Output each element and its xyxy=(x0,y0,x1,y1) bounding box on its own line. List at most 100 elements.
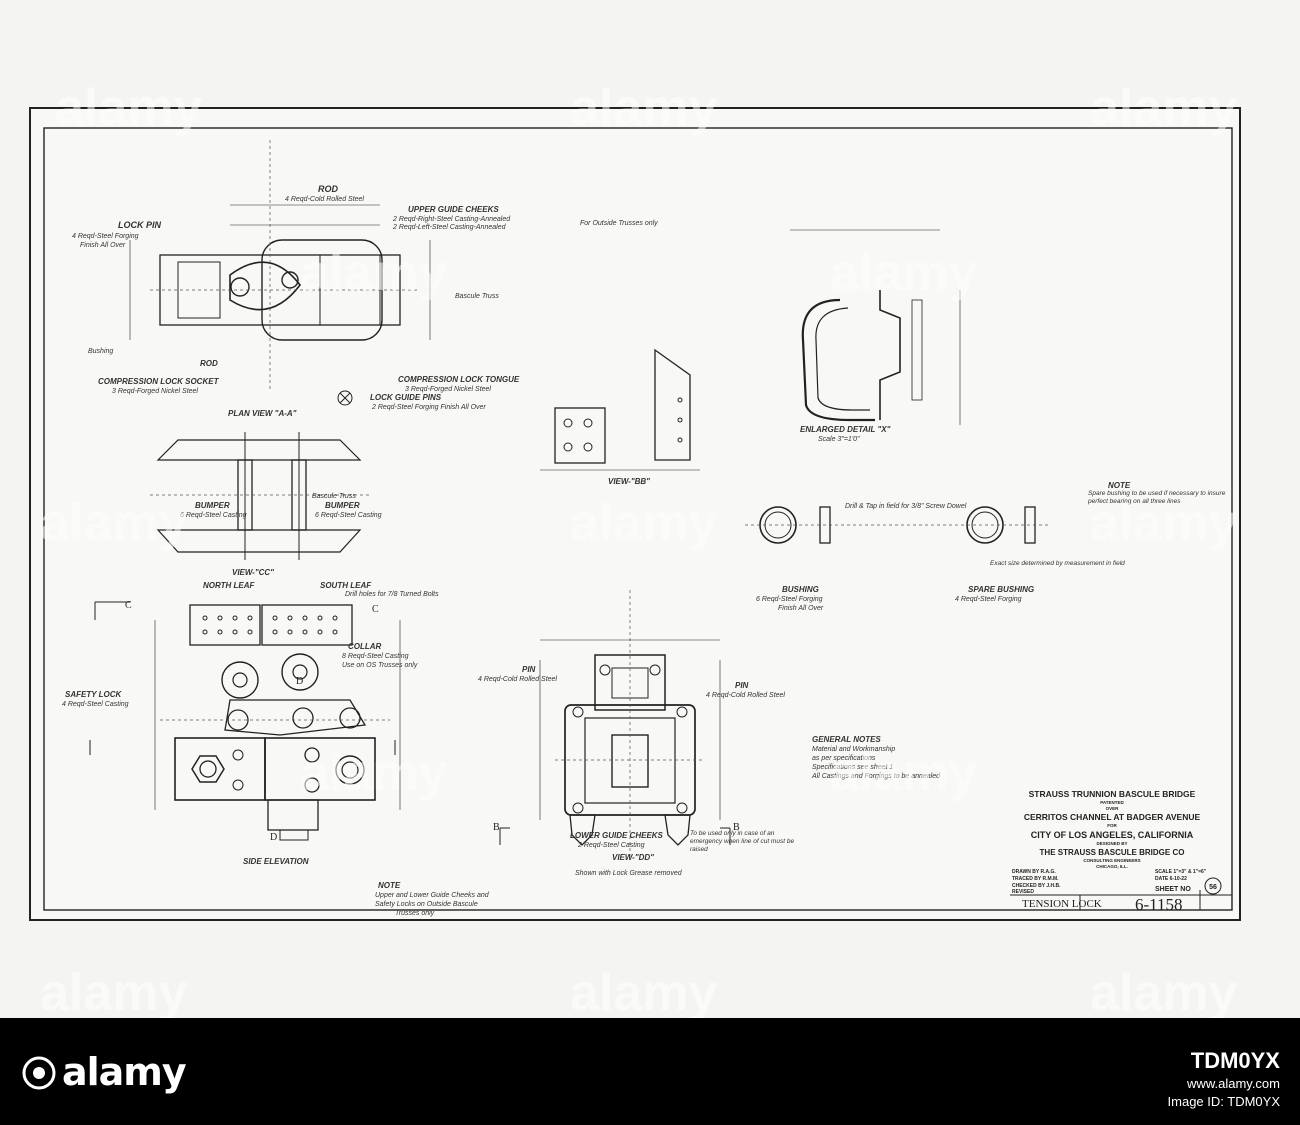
label-drill-holes: Drill holes for 7/8 Turned Bolts xyxy=(345,591,439,598)
label-bottom-note-3: Trusses only xyxy=(395,910,435,917)
title-date: DATE 6-10-22 xyxy=(1155,876,1187,882)
title-block xyxy=(1010,890,1232,910)
label-compression-lock-socket: COMPRESSION LOCK SOCKET xyxy=(98,377,220,386)
mark-d-bottom: D xyxy=(270,832,277,843)
label-gn-4: All Castings and Forgings to be annealed xyxy=(811,773,941,780)
label-collar-spec: 8 Reqd-Steel Casting xyxy=(342,653,409,660)
label-safety-lock: SAFETY LOCK xyxy=(65,690,123,699)
footer-image-id: Image ID: TDM0YX xyxy=(1167,1094,1280,1109)
plan-view-aa xyxy=(129,140,431,406)
mark-d-top: D xyxy=(296,676,303,687)
view-bb xyxy=(540,348,700,471)
label-field-note: Exact size determined by measurement in … xyxy=(990,560,1125,567)
title-bridge: STRAUSS TRUNNION BASCULE BRIDGE xyxy=(1029,789,1196,799)
footer-bar xyxy=(0,1018,1300,1125)
mark-c-right: C xyxy=(372,604,379,615)
label-bushing-finish: Finish All Over xyxy=(778,605,824,612)
watermark-1: alamy xyxy=(55,79,203,137)
label-pin-left-spec: 4 Reqd-Cold Rolled Steel xyxy=(478,676,557,683)
label-spare-bushing-spec: 4 Reqd-Steel Forging xyxy=(955,596,1022,603)
label-collar: COLLAR xyxy=(348,642,382,651)
label-rod-bottom: ROD xyxy=(200,359,218,368)
drawing-sheet: LOCK PIN 4 Reqd-Steel Forging Finish All… xyxy=(0,0,1300,1018)
label-bottom-note-1: Upper and Lower Guide Cheeks and xyxy=(375,892,490,899)
watermark-5: alamy xyxy=(830,244,978,302)
title-location: CERRITOS CHANNEL AT BADGER AVENUE xyxy=(1024,812,1201,822)
side-elevation xyxy=(89,601,401,841)
label-south-leaf: SOUTH LEAF xyxy=(320,581,372,590)
alamy-logo-icon xyxy=(22,1056,56,1090)
label-bushing-small: Bushing xyxy=(88,348,113,355)
note-top-right-box: Spare bushing to be used if necessary to… xyxy=(1088,490,1226,505)
stock-id: TDM0YX xyxy=(1190,1048,1280,1073)
title-patented: PATENTED xyxy=(1100,800,1124,805)
label-drill-note: Drill & Tap in field for 3/8" Screw Dowe… xyxy=(845,503,967,510)
label-pin-left: PIN xyxy=(522,665,536,674)
title-sheet-no: SHEET NO xyxy=(1155,886,1191,893)
label-gn-2: as per specifications xyxy=(812,755,876,762)
watermark-11: alamy xyxy=(40,964,188,1018)
sheet-number-circle xyxy=(1204,877,1222,895)
label-pin-right: PIN xyxy=(735,681,749,690)
title-revised: REVISED xyxy=(1012,889,1034,895)
watermark-10: alamy xyxy=(830,744,978,802)
title-drawn: DRAWN BY R.A.G. xyxy=(1012,869,1056,875)
lower-guide-note-box: To be used only in case of an emergency … xyxy=(690,830,795,853)
label-lower-guide-spec: 2 Reqd-Steel Casting xyxy=(577,842,645,849)
title-designed-by: DESIGNED BY xyxy=(1096,841,1127,846)
label-gn-1: Material and Workmanship xyxy=(812,746,895,753)
watermark-layer: alamy alamy alamy alamy alamy alamy alam… xyxy=(40,79,1238,1018)
title-for: FOR xyxy=(1107,823,1117,828)
label-spare-bushing: SPARE BUSHING xyxy=(968,585,1034,594)
watermark-6: alamy xyxy=(40,494,188,552)
alamy-logo[interactable]: alamy xyxy=(22,1050,187,1094)
watermark-9: alamy xyxy=(300,744,448,802)
view-cc xyxy=(150,432,370,560)
engineering-drawing: LOCK PIN 4 Reqd-Steel Forging Finish All… xyxy=(29,79,1241,1018)
label-lower-guide-note: To be used only in case of an emergency … xyxy=(690,830,795,853)
watermark-4: alamy xyxy=(300,244,448,302)
label-note-top-right: NOTE xyxy=(1108,481,1131,490)
label-lock-pin: LOCK PIN xyxy=(118,220,162,230)
label-bottom-note-2: Safety Locks on Outside Bascule xyxy=(375,901,478,908)
label-lower-guide-cheeks: LOWER GUIDE CHEEKS xyxy=(570,831,664,840)
label-upper-guide-note: For Outside Trusses only xyxy=(580,220,658,227)
label-plan-view: PLAN VIEW "A-A" xyxy=(228,409,297,418)
mark-b-right: B xyxy=(733,822,740,833)
watermark-7: alamy xyxy=(570,494,718,552)
title-traced: TRACED BY R.M.M. xyxy=(1012,876,1059,882)
label-bumper-right-spec: 6 Reqd-Steel Casting xyxy=(315,512,382,519)
title-over: OVER xyxy=(1106,806,1120,811)
label-tongue-spec: 3 Reqd-Forged Nickel Steel xyxy=(405,386,491,393)
label-bumper-right: BUMPER xyxy=(325,501,360,510)
label-lock-pin-spec: 4 Reqd-Steel Forging xyxy=(72,233,139,240)
mark-c-left: C xyxy=(125,600,132,611)
label-bumper-left: BUMPER xyxy=(195,501,230,510)
label-upper-guide-spec-1: 2 Reqd-Right-Steel Casting-Annealed xyxy=(392,216,511,223)
label-safety-lock-spec: 4 Reqd-Steel Casting xyxy=(62,701,129,708)
label-bascule-truss: Bascule Truss xyxy=(455,293,499,300)
label-rod-top: ROD xyxy=(318,184,339,194)
label-note-top-right-text: Spare bushing to be used if necessary to… xyxy=(1088,490,1226,505)
label-bascule-truss-cc: Bascule Truss xyxy=(312,493,356,500)
label-bumper-left-spec: 6 Reqd-Steel Casting xyxy=(180,512,247,519)
watermark-12: alamy xyxy=(570,964,718,1018)
label-upper-guide-spec-2: 2 Reqd-Left-Steel Casting-Annealed xyxy=(392,224,507,231)
label-bushing: BUSHING xyxy=(782,585,819,594)
inner-border xyxy=(43,127,1233,911)
label-enlarged-detail: ENLARGED DETAIL "X" xyxy=(800,425,891,434)
enlarged-detail-x xyxy=(790,229,961,425)
label-view-dd: VIEW-"DD" xyxy=(612,853,654,862)
watermark-2: alamy xyxy=(570,79,718,137)
title-scale: SCALE 1"=3" & 1"=6" xyxy=(1155,869,1207,875)
label-side-elevation: SIDE ELEVATION xyxy=(243,857,309,866)
title-company: THE STRAUSS BASCULE BRIDGE CO xyxy=(1040,848,1185,857)
footer-url[interactable]: www.alamy.com xyxy=(1187,1076,1280,1091)
label-view-bb: VIEW-"BB" xyxy=(608,477,650,486)
label-pin-right-spec: 4 Reqd-Cold Rolled Steel xyxy=(706,692,785,699)
alamy-logo-text: alamy xyxy=(62,1050,187,1094)
watermark-8: alamy xyxy=(1090,494,1238,552)
label-north-leaf: NORTH LEAF xyxy=(203,581,256,590)
title-drawing-name: TENSION LOCK xyxy=(1022,898,1102,910)
label-gn-3: Specifications see sheet 1 xyxy=(812,764,893,771)
